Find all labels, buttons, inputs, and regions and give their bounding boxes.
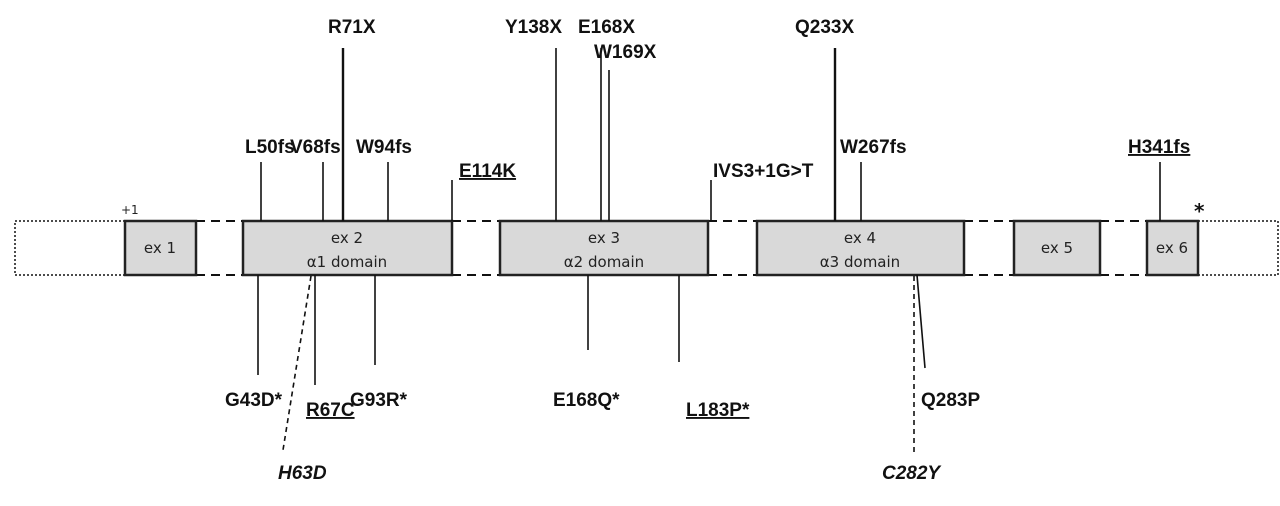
mutation-Q283P: Q283P bbox=[921, 390, 980, 411]
exon-1-label: ex 1 bbox=[144, 239, 176, 257]
mutation-G93R: G93R* bbox=[350, 390, 408, 411]
exon-3-label: ex 3 bbox=[588, 229, 620, 247]
mutation-Y138X: Y138X bbox=[505, 17, 562, 38]
exon-4 bbox=[755, 219, 966, 277]
exon-3 bbox=[498, 219, 710, 277]
mutation-H63D: H63D bbox=[278, 463, 327, 484]
upper-mutation-lines bbox=[260, 48, 1161, 221]
mutation-W94fs: W94fs bbox=[356, 137, 412, 158]
mutation-Q233X: Q233X bbox=[795, 17, 854, 38]
mutation-V68fs: V68fs bbox=[290, 137, 341, 158]
mutation-IVS3: IVS3+1G>T bbox=[713, 161, 814, 182]
exon-2-domain: α1 domain bbox=[307, 253, 387, 271]
exon-4-label: ex 4 bbox=[844, 229, 876, 247]
mutation-L183P: L183P* bbox=[686, 400, 750, 421]
exon-2-label: ex 2 bbox=[331, 229, 363, 247]
mutation-E168Q: E168Q* bbox=[553, 390, 620, 411]
mutation-R67C: R67C bbox=[306, 400, 355, 421]
lower-mutation-lines bbox=[257, 274, 926, 452]
mutation-W267fs: W267fs bbox=[840, 137, 907, 158]
introns bbox=[196, 220, 1147, 276]
stop-marker: * bbox=[1194, 199, 1205, 223]
mutation-E168X: E168X bbox=[578, 17, 635, 38]
mutation-R71X: R71X bbox=[328, 17, 376, 38]
exon-6-label: ex 6 bbox=[1156, 239, 1188, 257]
mutation-G43D: G43D* bbox=[225, 390, 283, 411]
exon-3-domain: α2 domain bbox=[564, 253, 644, 271]
5-utr bbox=[14, 220, 126, 276]
exon-5-label: ex 5 bbox=[1041, 239, 1073, 257]
exon-1 bbox=[123, 219, 198, 277]
3-utr bbox=[1197, 220, 1279, 276]
exon-6 bbox=[1145, 219, 1200, 277]
exon-4-domain: α3 domain bbox=[820, 253, 900, 271]
mutation-H341fs: H341fs bbox=[1128, 137, 1190, 158]
exon-2 bbox=[241, 219, 454, 277]
start-marker: +1 bbox=[121, 203, 139, 217]
exon-5 bbox=[1012, 219, 1102, 277]
mutation-E114K: E114K bbox=[459, 161, 516, 182]
mutation-W169X: W169X bbox=[594, 42, 657, 63]
mutation-C282Y: C282Y bbox=[882, 463, 942, 484]
mutation-L50fs: L50fs bbox=[245, 137, 295, 158]
